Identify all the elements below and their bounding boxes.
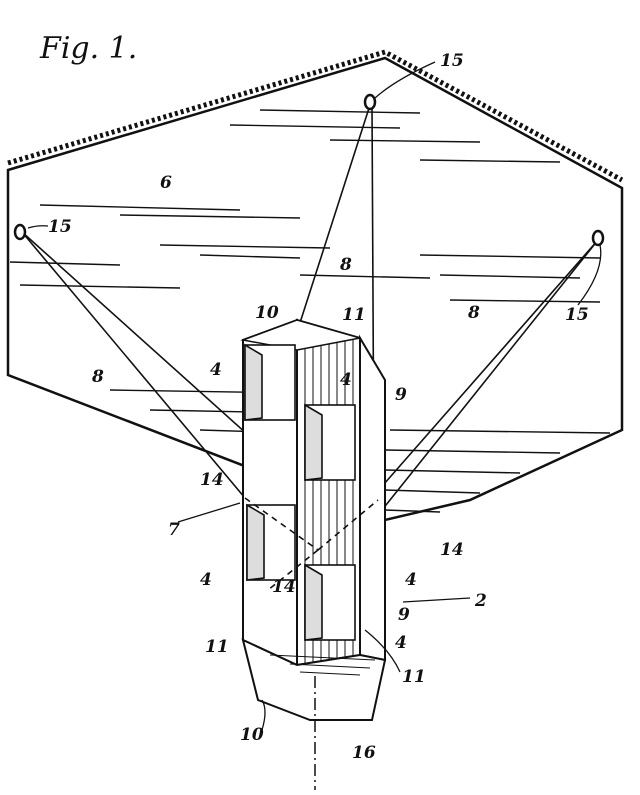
label-shelf-1: 4 — [210, 360, 222, 380]
label-bracket-2: 14 — [440, 540, 464, 560]
label-axis: 16 — [352, 743, 376, 763]
ring-fixtures — [13, 93, 605, 247]
label-divider-2: 9 — [398, 605, 410, 625]
label-bracket-3: 14 — [272, 577, 296, 597]
figure-title: Fig. 1. — [39, 31, 137, 66]
label-cord-right: 8 — [467, 303, 480, 323]
label-shelf-4: 4 — [405, 570, 417, 590]
leader-lines — [27, 61, 602, 731]
label-ring-right: 15 — [565, 305, 589, 325]
ceiling-shading — [9, 109, 611, 513]
label-shelf-5: 4 — [395, 633, 407, 653]
label-ceiling: 6 — [160, 173, 172, 193]
label-side-top: 11 — [342, 305, 366, 325]
hidden-lines — [244, 497, 379, 591]
shelf-compartments — [244, 343, 356, 641]
label-cord-left: 8 — [91, 367, 104, 387]
label-shelf-2: 4 — [340, 370, 352, 390]
label-rod: 7 — [168, 520, 180, 540]
label-assembly: 2 — [474, 591, 487, 611]
label-end-top: 10 — [255, 303, 279, 323]
ceiling-panel — [6, 49, 624, 522]
label-side-left: 11 — [205, 637, 229, 657]
label-end-bottom: 10 — [240, 725, 264, 745]
label-ring-left: 15 — [48, 217, 72, 237]
label-bracket-1: 14 — [200, 470, 224, 490]
label-cord-center: 8 — [339, 255, 352, 275]
label-ring-top: 15 — [440, 51, 464, 71]
label-side-right: 11 — [402, 667, 426, 687]
label-shelf-3: 4 — [200, 570, 212, 590]
label-divider-1: 9 — [395, 385, 407, 405]
reference-labels: 6 15 15 15 8 8 8 10 11 4 4 9 14 7 14 14 … — [48, 51, 589, 763]
